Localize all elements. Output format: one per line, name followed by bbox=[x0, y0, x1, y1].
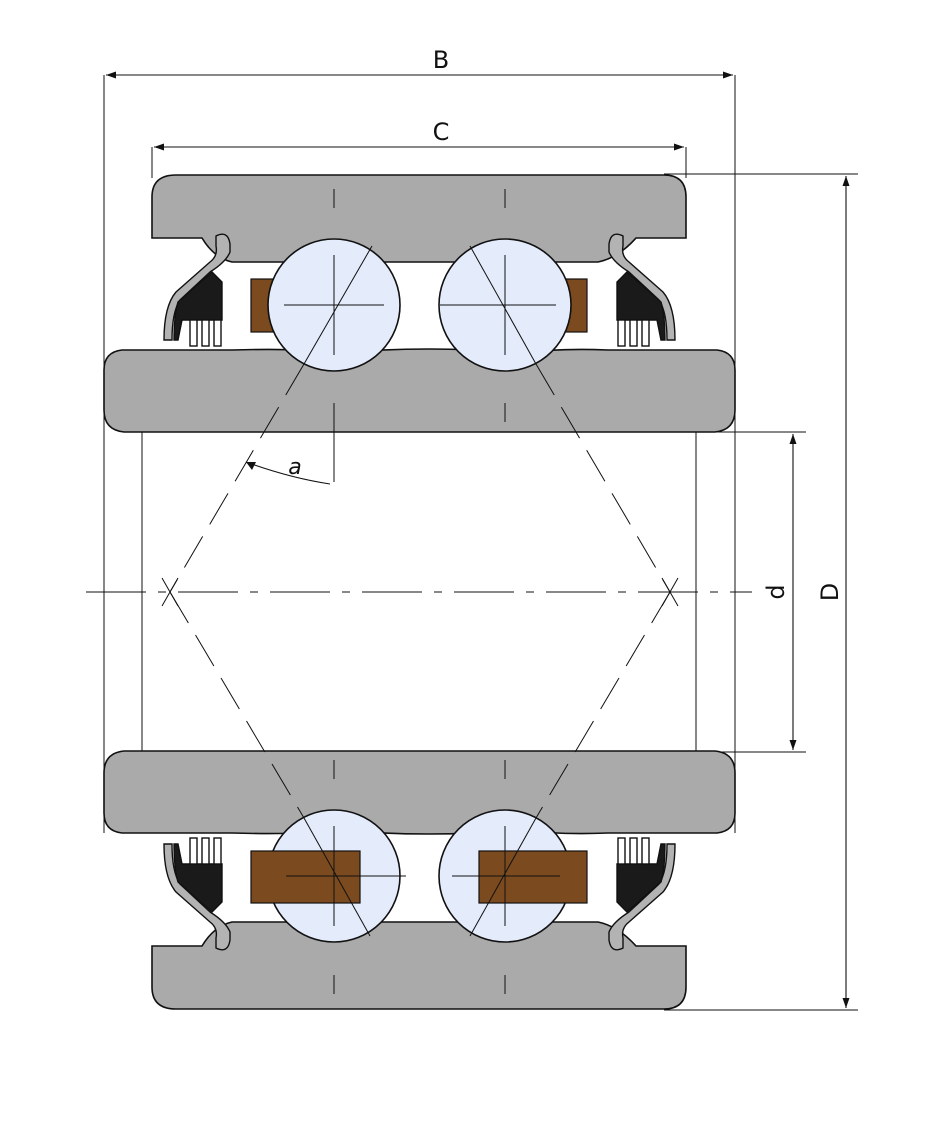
outer-ring-bottom bbox=[151, 921, 687, 1010]
contact-angle: a bbox=[245, 422, 335, 485]
outer-ring-top bbox=[151, 174, 687, 263]
label-d-bore: d bbox=[762, 584, 790, 599]
dimension-d-outer: D bbox=[664, 173, 858, 1011]
ring-tick-marks bbox=[333, 189, 506, 994]
seal-top-left bbox=[163, 233, 231, 347]
seal-bottom-right bbox=[608, 837, 676, 951]
label-b: B bbox=[433, 46, 449, 74]
inner-ring bbox=[103, 348, 736, 835]
inner-ring-bottom bbox=[103, 750, 736, 835]
dimension-c: C bbox=[154, 118, 684, 151]
dimension-b: B bbox=[106, 46, 733, 79]
seal-top-right bbox=[608, 233, 676, 347]
label-c: C bbox=[433, 118, 450, 146]
label-a: a bbox=[288, 455, 301, 480]
ball-axes bbox=[284, 245, 560, 937]
seals bbox=[163, 233, 676, 951]
inner-ring-top bbox=[103, 348, 736, 433]
label-d-outer: D bbox=[816, 583, 844, 601]
cage-bottom-right bbox=[478, 850, 588, 904]
cage-bottom-left bbox=[250, 850, 361, 904]
seal-bottom-left bbox=[163, 837, 231, 951]
outer-ring bbox=[151, 174, 687, 1010]
